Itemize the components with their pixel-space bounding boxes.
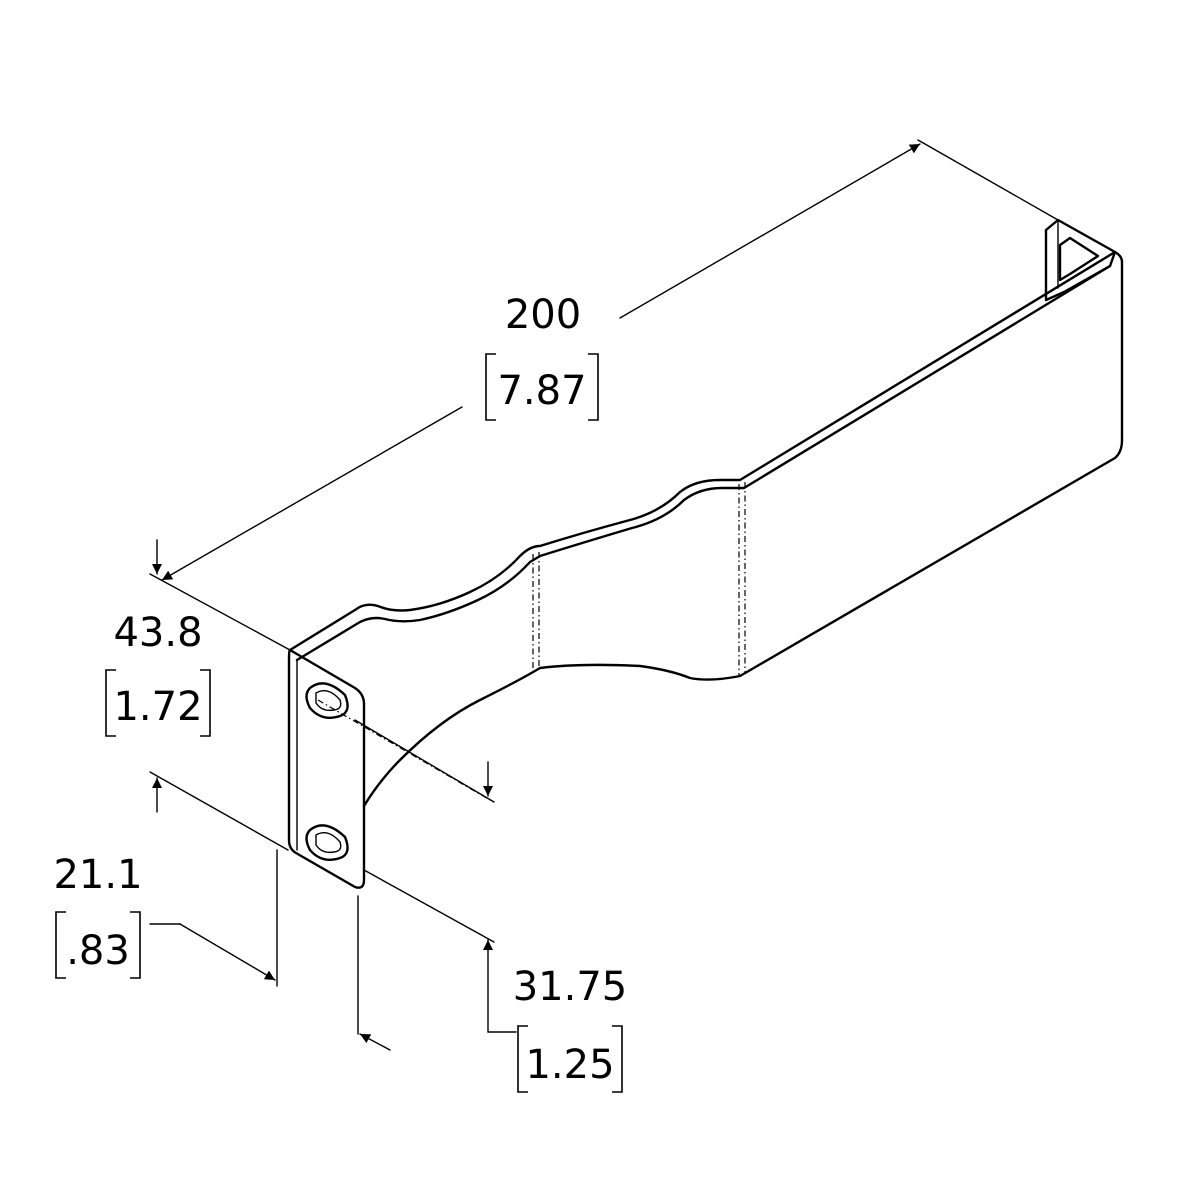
length-imperial-bracket	[485, 353, 599, 421]
rear-flange-slot	[1058, 236, 1100, 282]
extension-line	[149, 771, 289, 851]
hole-offset-imperial-bracket	[55, 911, 141, 979]
extension-line	[917, 139, 1059, 221]
length-imperial-label: 7.87	[497, 368, 586, 414]
height-imperial-bracket	[105, 669, 211, 737]
height-metric-label: 43.8	[113, 610, 202, 656]
dimension-arrow	[359, 1033, 391, 1051]
height-dimension: 43.8 1.72	[105, 539, 495, 803]
extension-line	[149, 573, 291, 651]
length-dimension: 200 7.87	[149, 139, 1059, 651]
extension-line	[354, 719, 495, 803]
top-edge-inner	[295, 264, 1112, 662]
hole-offset-metric-label: 21.1	[53, 852, 142, 898]
dimension-arrow	[161, 406, 463, 581]
hole-offset-dimension: 21.1 .83	[53, 771, 289, 987]
extension-line	[363, 869, 495, 943]
top-edge	[288, 250, 1124, 652]
hole-spacing-imperial-bracket	[517, 1025, 623, 1093]
hole-spacing-metric-label: 31.75	[513, 964, 628, 1010]
bottom-edge	[362, 438, 1124, 808]
upper-mounting-slot	[305, 682, 349, 719]
hole-spacing-imperial-label: 1.25	[525, 1042, 614, 1088]
rack-bracket-part	[287, 218, 1124, 889]
length-metric-label: 200	[505, 292, 581, 338]
front-flange	[287, 648, 366, 889]
height-imperial-label: 1.72	[113, 684, 202, 730]
dimension-arrow	[619, 143, 921, 319]
hole-spacing-dimension: 31.75 1.25	[357, 869, 628, 1093]
lower-mounting-slot	[305, 824, 349, 861]
dimension-arrow	[179, 923, 276, 981]
hole-offset-imperial-label: .83	[66, 928, 130, 974]
